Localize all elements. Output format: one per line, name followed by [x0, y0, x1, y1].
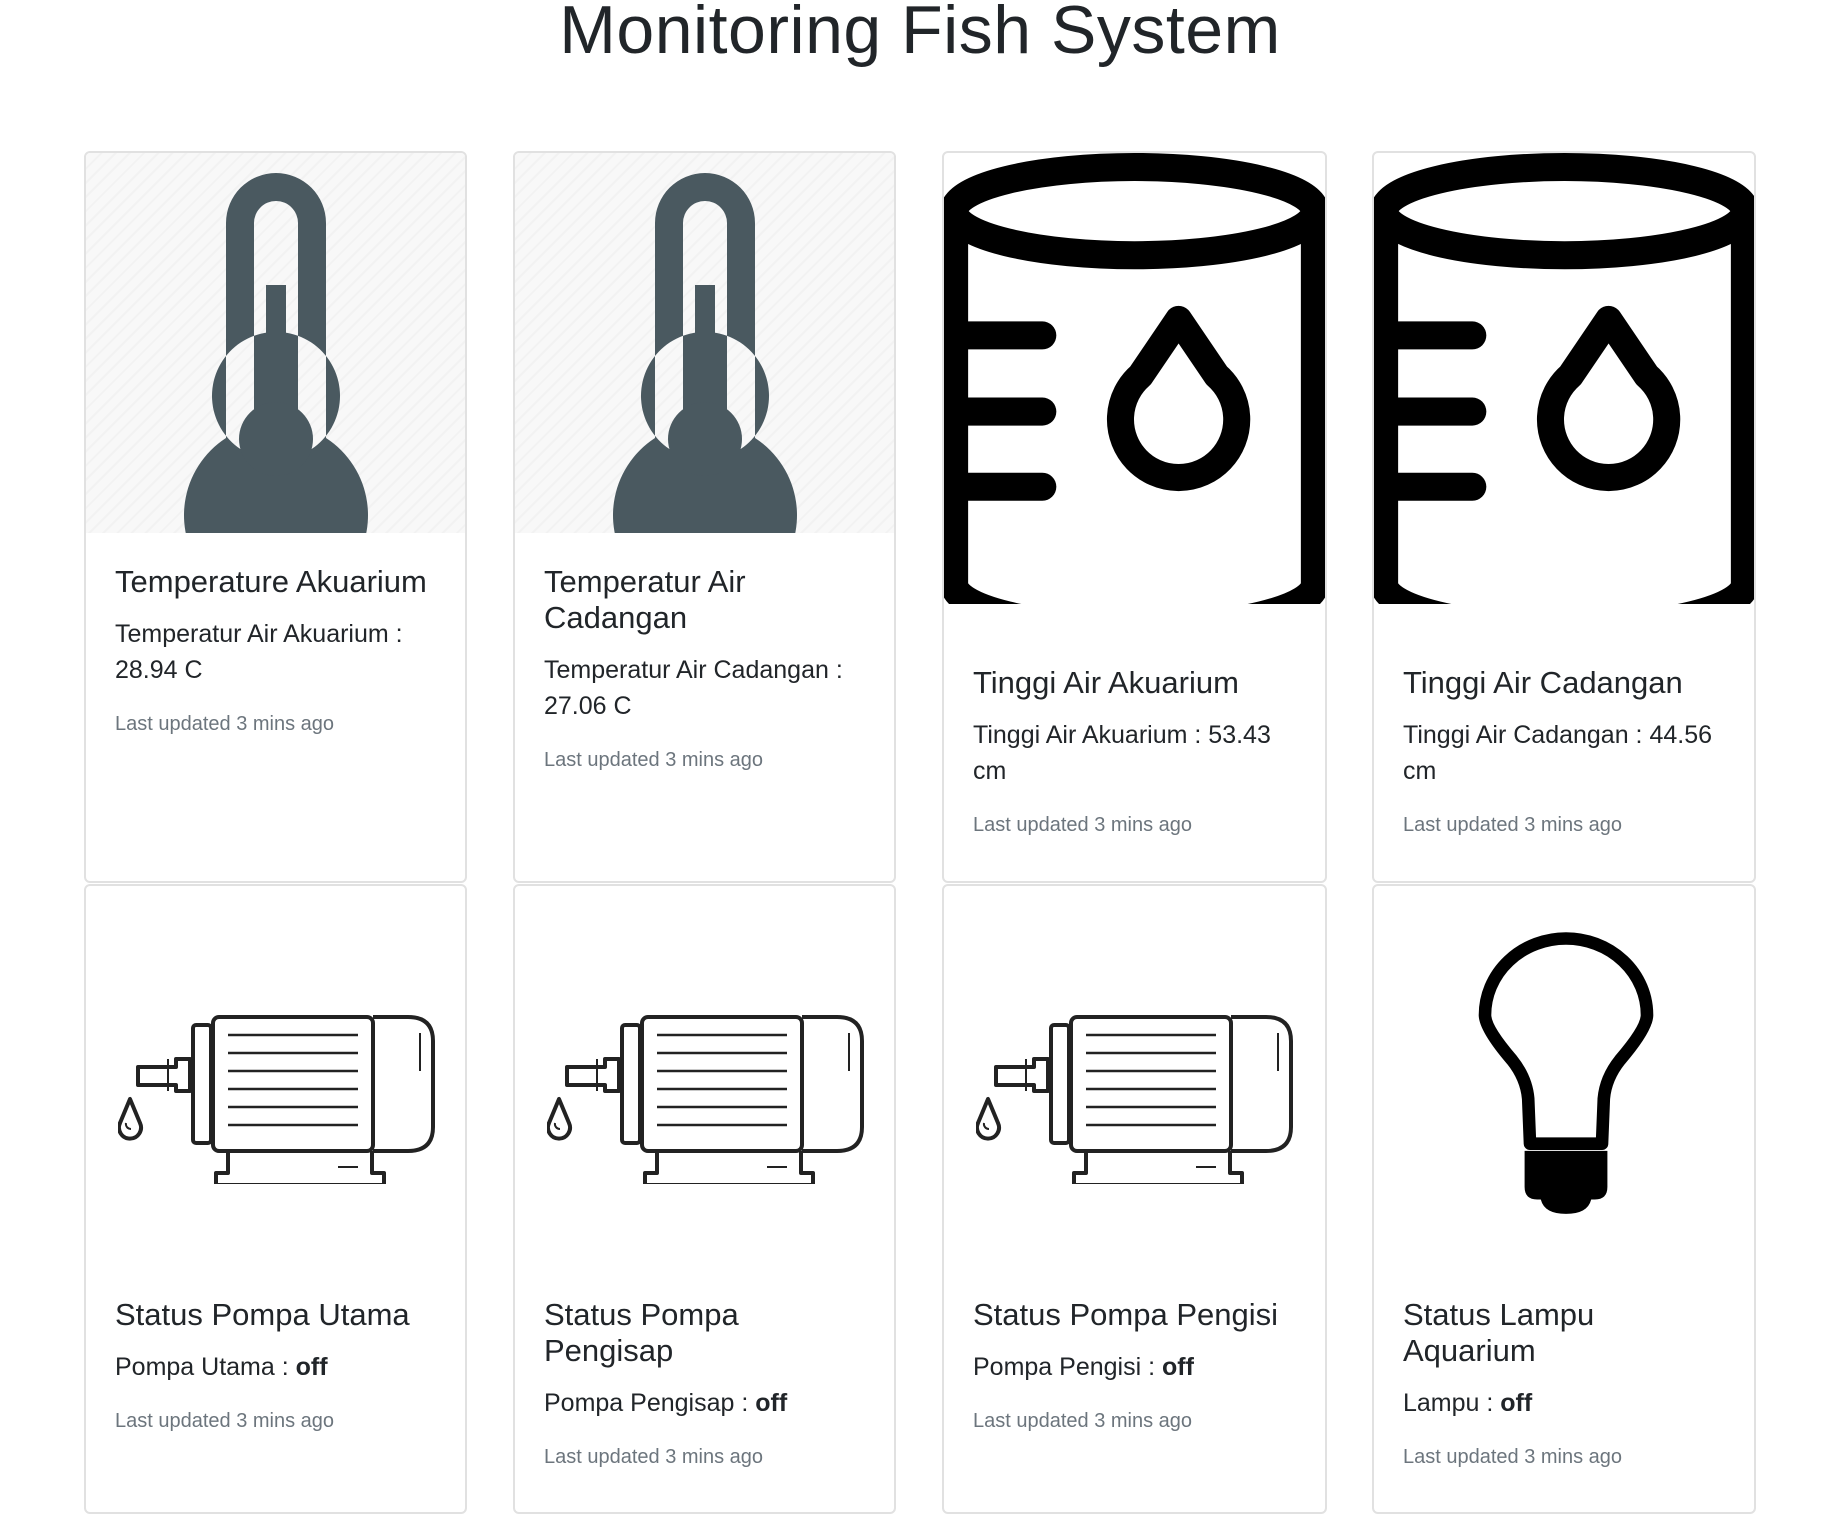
water-tank-icon	[944, 153, 1325, 604]
reading-value: 53.43 cm	[973, 721, 1271, 785]
card-image	[1374, 153, 1754, 633]
card-title: Status Pompa Utama	[115, 1297, 410, 1332]
last-updated: Last updated 3 mins ago	[973, 814, 1193, 836]
status-label: Pompa Pengisap :	[544, 1389, 756, 1417]
reading-value: 27.06 C	[544, 692, 632, 720]
card-image	[1374, 886, 1754, 1286]
last-updated: Last updated 3 mins ago	[115, 713, 335, 735]
last-updated: Last updated 3 mins ago	[115, 1410, 335, 1432]
card-tinggi-air-akuarium: Tinggi Air Akuarium Tinggi Air Akuarium …	[942, 151, 1327, 883]
status-value: off	[755, 1389, 788, 1417]
card-status-pompa-utama: Status Pompa Utama Pompa Utama : off Las…	[84, 884, 467, 1514]
card-text: Lampu : off	[1403, 1385, 1734, 1421]
card-text: Temperatur Air Cadangan : 27.06 C	[544, 652, 874, 724]
card-text: Pompa Utama : off	[115, 1349, 445, 1385]
status-label: Pompa Utama :	[115, 1353, 296, 1381]
card-status-lampu-aquarium: Status Lampu Aquarium Lampu : off Last u…	[1372, 884, 1756, 1514]
thermometer-icon	[86, 153, 466, 533]
last-updated: Last updated 3 mins ago	[1403, 814, 1623, 836]
reading-label: Temperatur Air Akuarium :	[115, 620, 403, 648]
card-text: Tinggi Air Cadangan : 44.56 cm	[1403, 717, 1713, 789]
card-image	[86, 153, 465, 533]
status-value: off	[1500, 1389, 1533, 1417]
reading-value: 28.94 C	[115, 656, 203, 684]
card-image	[86, 886, 465, 1286]
card-image	[944, 153, 1325, 633]
reading-label: Temperatur Air Cadangan :	[544, 656, 843, 684]
status-label: Pompa Pengisi :	[973, 1353, 1162, 1381]
card-title: Status Pompa Pengisi	[973, 1297, 1279, 1332]
status-label: Lampu :	[1403, 1389, 1501, 1417]
card-text: Tinggi Air Akuarium : 53.43 cm	[973, 717, 1273, 789]
card-title: Status Pompa Pengisap	[544, 1297, 739, 1368]
card-text: Temperatur Air Akuarium : 28.94 C	[115, 616, 445, 688]
last-updated: Last updated 3 mins ago	[1403, 1446, 1623, 1468]
card-title: Tinggi Air Cadangan	[1403, 665, 1683, 700]
status-value: off	[295, 1353, 328, 1381]
reading-label: Tinggi Air Cadangan :	[1403, 721, 1643, 749]
card-temperature-akuarium: Temperature Akuarium Temperatur Air Akua…	[84, 151, 467, 883]
card-status-pompa-pengisi: Status Pompa Pengisi Pompa Pengisi : off…	[942, 884, 1327, 1514]
card-text: Pompa Pengisi : off	[973, 1349, 1305, 1385]
card-image	[515, 153, 894, 533]
last-updated: Last updated 3 mins ago	[973, 1410, 1193, 1432]
card-text: Pompa Pengisap : off	[544, 1385, 874, 1421]
reading-value: 44.56 cm	[1403, 721, 1713, 785]
card-tinggi-air-cadangan: Tinggi Air Cadangan Tinggi Air Cadangan …	[1372, 151, 1756, 883]
card-image	[515, 886, 894, 1286]
card-status-pompa-pengisap: Status Pompa Pengisap Pompa Pengisap : o…	[513, 884, 896, 1514]
water-pump-icon	[547, 998, 867, 1184]
card-title: Status Lampu Aquarium	[1403, 1297, 1595, 1368]
status-value: off	[1162, 1353, 1194, 1381]
card-image	[944, 886, 1325, 1286]
water-pump-icon	[976, 998, 1296, 1184]
card-title: Temperature Akuarium	[115, 564, 427, 599]
last-updated: Last updated 3 mins ago	[544, 1446, 764, 1468]
light-bulb-icon	[1476, 926, 1656, 1230]
reading-label: Tinggi Air Akuarium :	[973, 721, 1202, 749]
page-title: Monitoring Fish System	[559, 0, 1281, 68]
card-title: Temperatur Air Cadangan	[544, 564, 746, 635]
card-title: Tinggi Air Akuarium	[973, 665, 1239, 700]
water-tank-icon	[1374, 153, 1755, 604]
last-updated: Last updated 3 mins ago	[544, 749, 764, 771]
water-pump-icon	[118, 998, 438, 1184]
card-temperatur-air-cadangan: Temperatur Air Cadangan Temperatur Air C…	[513, 151, 896, 883]
thermometer-icon	[515, 153, 895, 533]
